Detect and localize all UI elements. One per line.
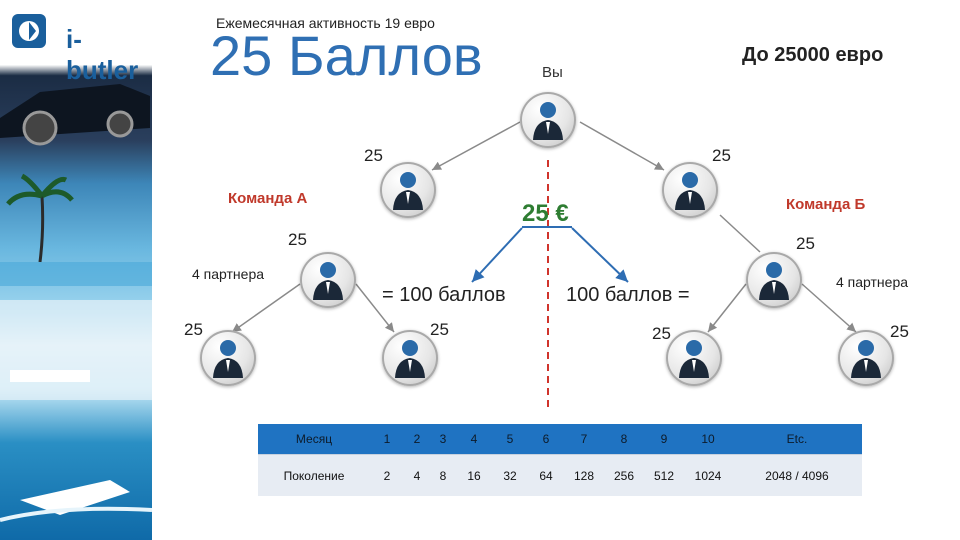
person-icon	[393, 172, 423, 210]
team-a-label: Команда А	[228, 190, 308, 207]
table-cell: 256	[604, 454, 644, 496]
table-cell: 32	[492, 454, 528, 496]
table-cell: 3	[430, 424, 456, 455]
right-total: 100 баллов =	[566, 284, 690, 306]
points-label: 25	[288, 230, 307, 249]
left-total: = 100 баллов	[382, 284, 506, 306]
table-cell: 8	[604, 424, 644, 455]
partners-right-label: 4 партнера	[836, 274, 909, 290]
points-label: 25	[652, 324, 671, 343]
table-cell: 6	[528, 424, 564, 455]
person-icon	[533, 102, 563, 140]
edge-you-b	[579, 121, 665, 171]
table-cell: 10	[684, 424, 732, 455]
node-b-partner	[746, 252, 802, 308]
brand-name: i-butler	[66, 24, 139, 85]
table-cell: 512	[644, 454, 684, 496]
points-label: 25	[184, 320, 203, 339]
points-label: 25	[364, 146, 383, 165]
edge-euro-left	[471, 227, 523, 283]
node-a-child-2	[382, 330, 438, 386]
brand-logo: i-butler	[8, 10, 148, 85]
table-cell: 4	[456, 424, 492, 455]
edge-teamb	[719, 214, 761, 253]
node-team-b	[662, 162, 718, 218]
person-icon	[395, 340, 425, 378]
row-label: Поколение	[258, 454, 370, 496]
table-cell: 9	[644, 424, 684, 455]
table-cell: 1	[370, 424, 404, 455]
you-label: Вы	[542, 64, 563, 81]
euro-underline	[522, 226, 572, 228]
node-b-child-1	[666, 330, 722, 386]
table-cell: 64	[528, 454, 564, 496]
table-cell: 128	[564, 454, 604, 496]
table-cell: 7	[564, 424, 604, 455]
page-title: 25 Баллов	[210, 24, 483, 87]
node-team-a	[380, 162, 436, 218]
person-icon	[759, 262, 789, 300]
table-cell: 8	[430, 454, 456, 496]
sidebar-image-strip	[0, 0, 152, 540]
points-label: 25	[712, 146, 731, 165]
table-row-month: Месяц 1 2 3 4 5 6 7 8 9 10 Etc.	[258, 424, 862, 455]
person-icon	[313, 262, 343, 300]
person-icon	[851, 340, 881, 378]
partners-left-label: 4 партнера	[192, 266, 265, 282]
node-you	[520, 92, 576, 148]
table-cell: 2048 / 4096	[732, 454, 862, 496]
subtitle: Ежемесячная активность 19 евро	[216, 15, 435, 31]
person-icon	[675, 172, 705, 210]
points-label: 25	[890, 322, 909, 341]
table-cell: 1024	[684, 454, 732, 496]
person-icon	[213, 340, 243, 378]
table-row-generation: Поколение 2 4 8 16 32 64 128 256 512 102…	[258, 454, 862, 496]
row-label: Месяц	[258, 424, 370, 455]
euro-value: 25 €	[522, 200, 569, 227]
table-cell: Etc.	[732, 424, 862, 455]
edge-a-1	[231, 283, 301, 333]
person-icon	[679, 340, 709, 378]
table-cell: 2	[370, 454, 404, 496]
edge-a-2	[355, 283, 395, 333]
node-b-child-2	[838, 330, 894, 386]
sidebar-scenes	[0, 84, 152, 522]
max-earnings-label: До 25000 евро	[742, 44, 884, 66]
table-cell: 2	[404, 424, 430, 455]
growth-table: Месяц 1 2 3 4 5 6 7 8 9 10 Etc. Поколени…	[258, 424, 862, 496]
edge-euro-right	[571, 227, 629, 283]
table-cell: 16	[456, 454, 492, 496]
edge-b-1	[707, 283, 747, 333]
points-label: 25	[430, 320, 449, 339]
edge-you-a	[431, 121, 521, 171]
table-cell: 5	[492, 424, 528, 455]
team-b-label: Команда Б	[786, 196, 866, 213]
node-a-partner	[300, 252, 356, 308]
edge-b-2	[801, 283, 857, 333]
node-a-child-1	[200, 330, 256, 386]
points-label: 25	[796, 234, 815, 253]
table-cell: 4	[404, 454, 430, 496]
logo-mark-icon	[12, 14, 46, 48]
